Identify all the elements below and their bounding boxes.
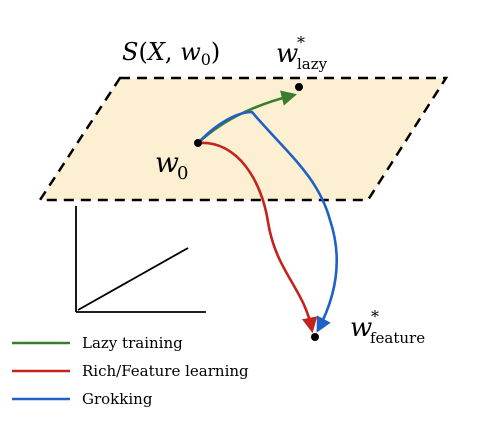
legend-item-lazy-training: Lazy training bbox=[12, 334, 183, 352]
svg-text:w: w bbox=[276, 39, 298, 69]
svg-text:0: 0 bbox=[177, 163, 188, 184]
legend: Lazy training Rich/Feature learning Grok… bbox=[12, 334, 249, 408]
svg-text:feature: feature bbox=[370, 329, 425, 347]
w-feature-point bbox=[311, 333, 319, 341]
w0-point bbox=[194, 139, 202, 147]
legend-label-grokking: Grokking bbox=[82, 390, 153, 408]
w-lazy-label: w * lazy bbox=[276, 33, 328, 73]
rich-feature-learning-trajectory bbox=[197, 141, 318, 334]
legend-label-lazy: Lazy training bbox=[82, 334, 183, 352]
legend-item-rich-feature-learning: Rich/Feature learning bbox=[12, 362, 249, 380]
inset-linear-curve bbox=[77, 247, 189, 311]
svg-text:lazy: lazy bbox=[297, 55, 328, 73]
grokking-trajectory bbox=[197, 110, 338, 333]
w-lazy-point bbox=[295, 83, 303, 91]
solution-manifold-plane bbox=[37, 76, 449, 202]
svg-text:*: * bbox=[297, 33, 305, 52]
legend-label-rich: Rich/Feature learning bbox=[82, 362, 249, 380]
inset-axes bbox=[75, 206, 206, 313]
legend-item-grokking: Grokking bbox=[12, 390, 153, 408]
w-feature-label: w * feature bbox=[350, 307, 425, 347]
svg-text:w: w bbox=[350, 313, 372, 343]
w0-label: w 0 bbox=[155, 146, 188, 184]
svg-text:w: w bbox=[155, 146, 179, 179]
svg-text:*: * bbox=[371, 307, 379, 326]
manifold-label: S(X, w0) bbox=[122, 38, 220, 69]
